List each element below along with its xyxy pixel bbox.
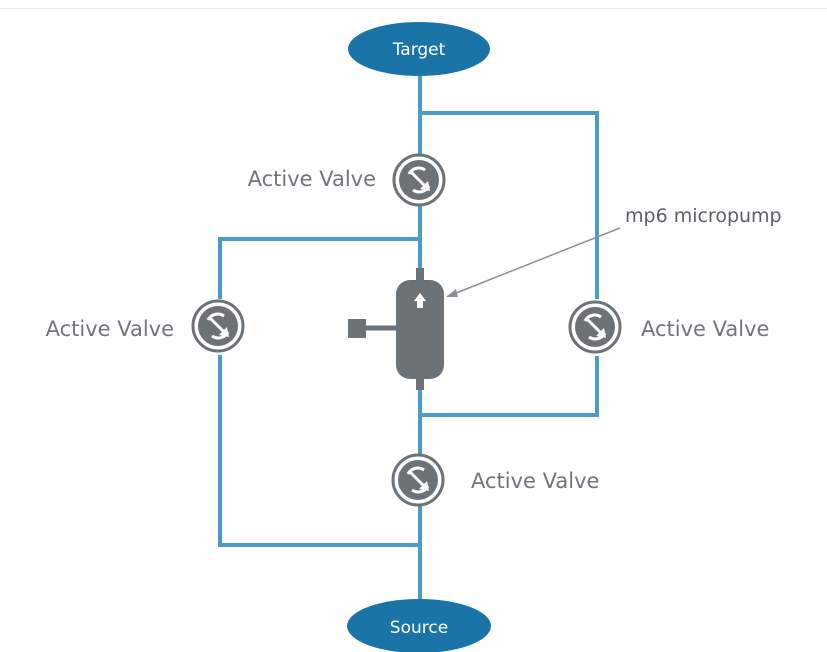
pipe-left-loop-bottom <box>218 355 420 547</box>
bottom-valve-icon <box>391 453 445 507</box>
pipe-left-loop-top <box>218 237 420 299</box>
pipe-right-loop-top <box>420 111 599 299</box>
left-valve-label: Active Valve <box>46 317 174 341</box>
right-valve-label: Active Valve <box>641 317 769 341</box>
pump-direction-arrow-icon <box>414 293 426 308</box>
top-divider <box>0 8 827 9</box>
source-node: Source <box>347 599 491 652</box>
pump-callout-line <box>450 227 621 296</box>
micropump-icon <box>348 268 444 390</box>
target-node: Target <box>348 22 490 76</box>
pump-callout-arrowhead <box>446 289 458 297</box>
top-valve-label: Active Valve <box>248 167 376 191</box>
pipe-right-loop-bottom <box>420 356 599 417</box>
source-label: Source <box>390 618 448 638</box>
right-valve-icon <box>568 300 622 354</box>
pump-label: mp6 micropump <box>625 205 782 227</box>
bottom-valve-label: Active Valve <box>471 469 599 493</box>
top-valve-icon <box>392 153 446 207</box>
left-valve-icon <box>191 299 245 353</box>
target-label: Target <box>392 40 446 60</box>
